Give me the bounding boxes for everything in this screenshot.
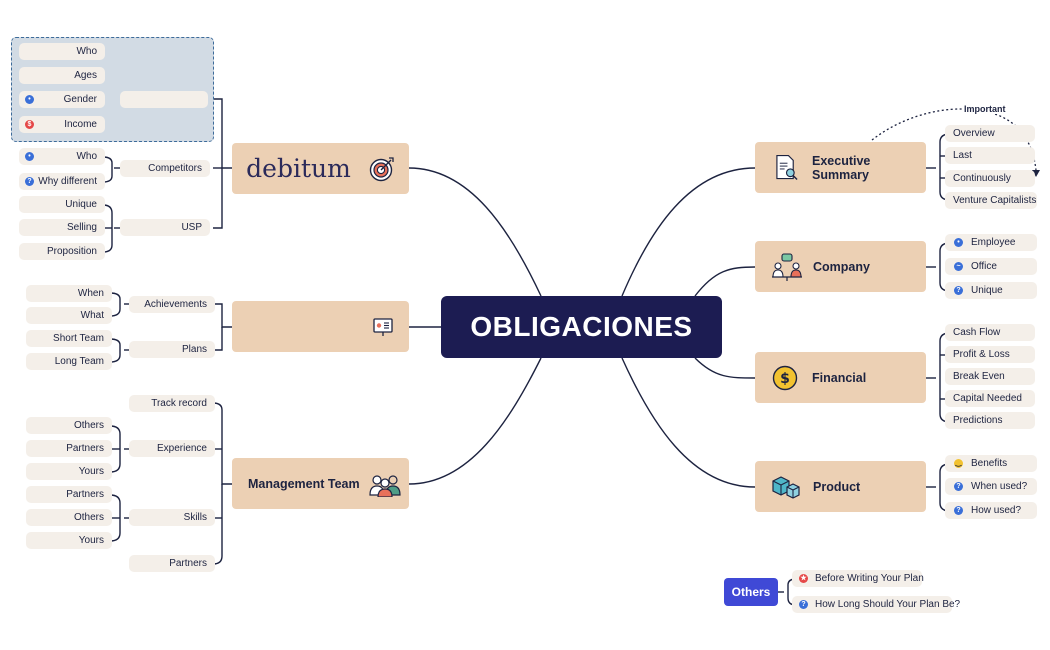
leaf-short-team[interactable]: Short Team: [26, 330, 112, 347]
topic-goals[interactable]: [232, 301, 409, 352]
leaf-gender[interactable]: • Gender: [19, 91, 105, 108]
question-icon: ?: [954, 286, 963, 295]
leaf-why-different[interactable]: ? Why different: [19, 173, 105, 190]
company-label: Company: [813, 259, 870, 274]
leaf-skills-yours[interactable]: Yours: [26, 532, 112, 549]
cubes-icon: [772, 475, 800, 499]
leaf-before-writing[interactable]: ★ Before Writing Your Plan: [792, 570, 924, 587]
chat-icon: ~: [954, 262, 963, 271]
user-icon: •: [25, 152, 34, 161]
leaf-selling[interactable]: Selling: [19, 219, 105, 236]
leaf-exp-partners[interactable]: Partners: [26, 440, 112, 457]
team-people-icon: [369, 474, 401, 497]
leaf-profit-loss[interactable]: Profit & Loss: [945, 346, 1035, 363]
topic-product[interactable]: Product: [755, 461, 926, 512]
leaf-exp-others[interactable]: Others: [26, 417, 112, 434]
financial-label: Financial: [812, 370, 867, 385]
leaf-skills-others[interactable]: Others: [26, 509, 112, 526]
plans-node[interactable]: Plans: [129, 341, 215, 358]
leaf-skills-partners[interactable]: Partners: [26, 486, 112, 503]
leaf-predictions[interactable]: Predictions: [945, 412, 1035, 429]
leaf-proposition[interactable]: Proposition: [19, 243, 105, 260]
leaf-break-even[interactable]: Break Even: [945, 368, 1035, 385]
competitors-node[interactable]: Competitors: [120, 160, 210, 177]
presentation-board-icon: [373, 317, 393, 336]
leaf-who[interactable]: Who: [19, 43, 105, 60]
question-icon: ?: [954, 506, 963, 515]
topic-management-team[interactable]: Management Team: [232, 458, 409, 509]
topic-target-market[interactable]: debitum: [232, 143, 409, 194]
leaf-capital-needed[interactable]: Capital Needed: [945, 390, 1035, 407]
leaf-when[interactable]: When: [26, 285, 112, 302]
important-annotation: Important: [962, 104, 1008, 114]
partners-node[interactable]: Partners: [129, 555, 215, 572]
leaf-last[interactable]: Last: [945, 147, 1035, 164]
central-topic[interactable]: OBLIGACIONES: [441, 296, 722, 358]
leaf-competitor-who[interactable]: • Who: [19, 148, 105, 165]
leaf-continuously[interactable]: Continuously: [945, 170, 1035, 187]
document-search-icon: [776, 154, 798, 180]
leaf-unique[interactable]: Unique: [19, 196, 105, 213]
track-record-node[interactable]: Track record: [129, 395, 215, 412]
meeting-people-icon: [772, 252, 802, 281]
leaf-company-unique[interactable]: ? Unique: [945, 282, 1037, 299]
dollar-icon: $: [25, 120, 34, 129]
user-icon: •: [954, 238, 963, 247]
topic-company[interactable]: Company: [755, 241, 926, 292]
leaf-long-team[interactable]: Long Team: [26, 353, 112, 370]
leaf-employee[interactable]: • Employee: [945, 234, 1037, 251]
target-icon: [369, 156, 394, 181]
leaf-how-used[interactable]: ? How used?: [945, 502, 1037, 519]
leaf-exp-yours[interactable]: Yours: [26, 463, 112, 480]
leaf-office[interactable]: ~ Office: [945, 258, 1037, 275]
question-icon: ?: [799, 600, 808, 609]
leaf-what[interactable]: What: [26, 307, 112, 324]
product-label: Product: [813, 479, 861, 494]
question-icon: ?: [954, 482, 963, 491]
leaf-cash-flow[interactable]: Cash Flow: [945, 324, 1035, 341]
management-team-label: Management Team: [248, 476, 360, 491]
leaf-overview[interactable]: Overview: [945, 125, 1035, 142]
leaf-venture-capitalists[interactable]: Venture Capitalists: [945, 192, 1037, 209]
smile-icon: ‿: [954, 459, 963, 468]
leaf-when-used[interactable]: ? When used?: [945, 478, 1037, 495]
svg-text:$: $: [780, 371, 790, 387]
topic-executive-summary[interactable]: Executive Summary: [755, 142, 926, 193]
leaf-how-long[interactable]: ? How Long Should Your Plan Be?: [792, 596, 960, 613]
topic-financial[interactable]: $ Financial: [755, 352, 926, 403]
achievements-node[interactable]: Achievements: [129, 296, 215, 313]
others-node[interactable]: Others: [724, 578, 778, 606]
question-icon: ?: [25, 177, 34, 186]
demographics-node[interactable]: [120, 91, 208, 108]
executive-summary-label: Executive Summary: [812, 153, 871, 182]
skills-node[interactable]: Skills: [129, 509, 215, 526]
leaf-ages[interactable]: Ages: [19, 67, 105, 84]
dollar-coin-icon: $: [772, 365, 798, 390]
star-icon: ★: [799, 574, 808, 583]
usp-node[interactable]: USP: [120, 219, 210, 236]
debitum-logo: debitum: [246, 154, 351, 183]
user-icon: •: [25, 95, 34, 104]
leaf-benefits[interactable]: ‿ Benefits: [945, 455, 1037, 472]
experience-node[interactable]: Experience: [129, 440, 215, 457]
leaf-income[interactable]: $ Income: [19, 116, 105, 133]
